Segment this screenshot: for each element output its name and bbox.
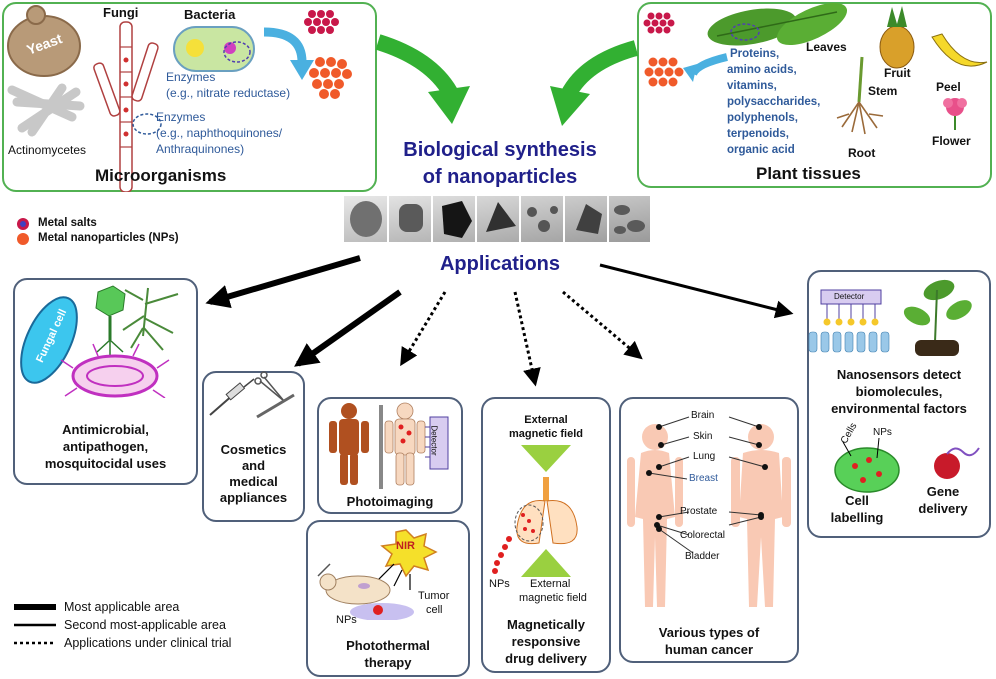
legend-lines [14,604,56,645]
compound-3: polysaccharides, [727,96,821,108]
applications-title: Applications [439,253,560,275]
fruit-label: Fruit [884,66,911,80]
nanosensors-illustration [808,279,980,493]
legend-most-applicable: Most applicable area [64,600,180,614]
plant-tissues-title: Plant tissues [756,164,861,183]
magnetic-panel [481,397,611,673]
key-icons [17,218,29,245]
antimicrobial-caption-2: mosquitocidal uses [44,456,167,471]
cell-labelling-0: Cell [845,493,869,508]
photoimaging-illustration [329,402,449,489]
key-metal-salts: Metal salts [38,217,97,229]
actinomycetes-label: Actinomycetes [8,143,87,157]
photoimaging-caption: Photoimaging [346,494,434,509]
root-label: Root [848,146,876,160]
magnetic-field-top-1: magnetic field [509,428,583,440]
magnetic-caption-2: drug delivery [505,651,587,666]
magnetic-caption-1: responsive [511,634,581,649]
flower-label: Flower [932,134,971,148]
nanosensors-caption-2: environmental factors [831,401,967,416]
organ-skin: Skin [693,431,713,442]
microorganisms-illustration [7,5,352,192]
magnetic-field-bottom-0: External [530,578,571,590]
enzymes-1-label: Enzymes [166,70,216,84]
compound-1: amino acids, [727,64,797,76]
organ-brain: Brain [691,410,715,421]
cosmetics-caption-3: appliances [219,490,288,505]
enzymes-1-example: (e.g., nitrate reductase) [166,86,291,100]
plant-tissues-illustration [643,2,988,135]
nanosensors-caption-1: biomolecules, [855,384,943,399]
photothermal-nps-label: NPs [336,614,357,626]
green-arrows [375,34,639,126]
antimicrobial-illustration [20,285,179,398]
medical-tools-illustration [209,371,295,419]
enzymes-2-example-a: (e.g., naphthoquinones/ [156,126,283,140]
center-title-line1: Biological synthesis [403,139,597,161]
organ-prostate: Prostate [680,506,718,517]
magnetic-caption-0: Magnetically [506,617,586,632]
magnetic-field-bottom-1: magnetic field [519,592,587,604]
organ-breast: Breast [689,473,718,484]
leaves-label: Leaves [806,40,847,54]
cosmetics-caption-1: and [241,458,266,473]
organ-bladder: Bladder [685,551,720,562]
compound-0: Proteins, [730,48,780,60]
photothermal-caption-1: therapy [364,655,412,670]
nanosensors-caption-0: Nanosensors detect [836,367,962,382]
legend-second-most: Second most-applicable area [64,618,226,632]
nanoparticle-micrographs [344,196,650,242]
tumor-cell-label-1: cell [426,604,443,616]
gene-delivery-0: Gene [926,484,960,499]
enzymes-2-label: Enzymes [156,110,206,124]
nir-label: NIR [396,540,415,552]
nanosensor-detector-label: Detector [834,292,865,301]
cancer-caption-0: Various types of [658,625,760,640]
photoimaging-detector-label: Detector [429,425,439,456]
enzymes-2-example-b: Anthraquinones) [156,142,245,156]
magnetic-illustration [492,445,578,577]
antimicrobial-caption-1: antipathogen, [62,439,149,454]
cancer-caption-1: human cancer [664,642,754,657]
compound-4: polyphenols, [727,112,798,124]
legend-clinical-trial: Applications under clinical trial [64,636,232,650]
stem-label: Stem [868,84,898,98]
human-bodies-illustration [627,416,791,607]
organ-colorectal: Colorectal [680,530,726,541]
nps-label: NPs [873,427,892,438]
magnetic-field-top-0: External [524,414,568,426]
tumor-cell-label-0: Tumor [418,590,450,602]
magnetic-nps-label: NPs [489,578,510,590]
key-metal-nps: Metal nanoparticles (NPs) [38,232,179,244]
microorganisms-title: Microorganisms [95,166,227,185]
cosmetics-panel [202,371,305,522]
cosmetics-caption-2: medical [229,474,278,489]
cell-labelling-1: labelling [830,510,884,525]
compound-5: terpenoids, [727,128,789,140]
bacteria-label: Bacteria [184,7,236,22]
fungi-label: Fungi [103,5,139,20]
photothermal-illustration [317,529,438,620]
peel-label: Peel [936,80,961,94]
cosmetics-caption-0: Cosmetics [220,442,287,457]
gene-delivery-1: delivery [918,501,968,516]
organ-lung: Lung [693,451,716,462]
antimicrobial-caption-0: Antimicrobial, [62,422,149,437]
photothermal-caption-0: Photothermal [346,638,430,653]
compound-2: vitamins, [727,80,777,92]
center-title-line2: of nanoparticles [422,166,578,188]
compound-6: organic acid [727,144,795,156]
